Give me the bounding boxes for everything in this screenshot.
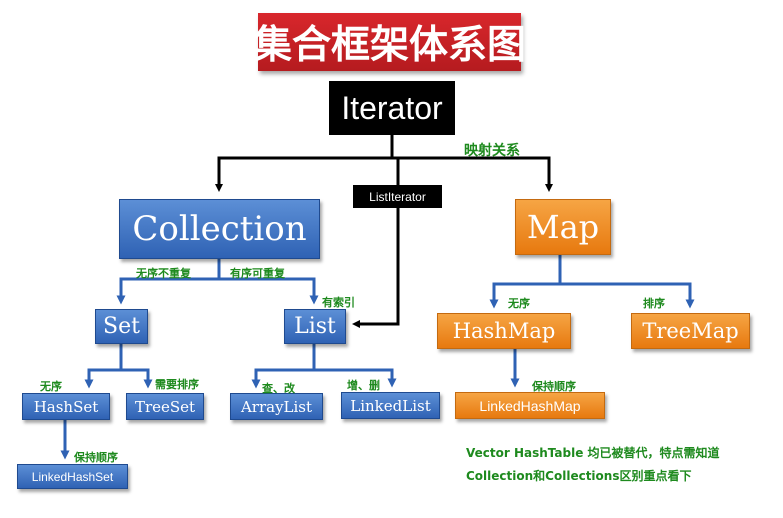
line-to-linkedlist — [314, 368, 397, 388]
label-map-sorted: 排序 — [643, 297, 665, 310]
label-mapping: 映射关系 — [464, 143, 520, 159]
diagram-title: 集合框架体系图 — [253, 13, 526, 71]
node-treeset: TreeSet — [126, 393, 204, 420]
label-keep-order-set: 保持顺序 — [74, 451, 118, 464]
node-iterator: Iterator — [329, 81, 455, 135]
label-map-unordered: 无序 — [508, 297, 530, 310]
node-list-iterator: ListIterator — [353, 185, 442, 208]
label-unordered-unique: 无序不重复 — [136, 267, 191, 280]
node-arraylist: ArrayList — [230, 393, 323, 420]
line-iterator-right — [392, 156, 553, 192]
node-linkedhashmap: LinkedHashMap — [455, 392, 605, 419]
label-add-delete: 增、删 — [347, 379, 380, 392]
node-hashmap: HashMap — [437, 313, 571, 349]
node-list: List — [284, 309, 346, 344]
line-to-hashmap — [489, 282, 560, 309]
label-keep-order-map: 保持顺序 — [532, 380, 576, 393]
node-linkedhashset: LinkedHashSet — [17, 464, 128, 489]
node-linkedlist: LinkedList — [341, 392, 440, 419]
label-ordered-repeatable: 有序可重复 — [230, 267, 285, 280]
node-set: Set — [95, 309, 148, 344]
line-iterator-left — [215, 156, 392, 192]
line-to-list — [219, 277, 319, 305]
node-collection: Collection — [119, 199, 320, 259]
line-to-arraylist — [251, 368, 314, 389]
label-needs-sort: 需要排序 — [155, 378, 199, 391]
line-listiterator-to-list — [352, 208, 400, 328]
note-line-2: Collection和Collections区别重点看下 — [466, 469, 692, 483]
label-query-modify: 查、改 — [262, 382, 295, 395]
node-treemap: TreeMap — [631, 313, 750, 349]
label-set-unordered: 无序 — [40, 380, 62, 393]
node-hashset: HashSet — [22, 393, 110, 420]
line-to-hashset — [84, 368, 121, 389]
note-line-1: Vector HashTable 均已被替代，特点需知道 — [466, 446, 720, 460]
line-to-treemap — [560, 282, 695, 309]
line-to-treeset — [121, 368, 153, 389]
label-has-index: 有索引 — [322, 296, 355, 309]
node-map: Map — [515, 199, 611, 255]
line-to-set — [116, 277, 219, 305]
